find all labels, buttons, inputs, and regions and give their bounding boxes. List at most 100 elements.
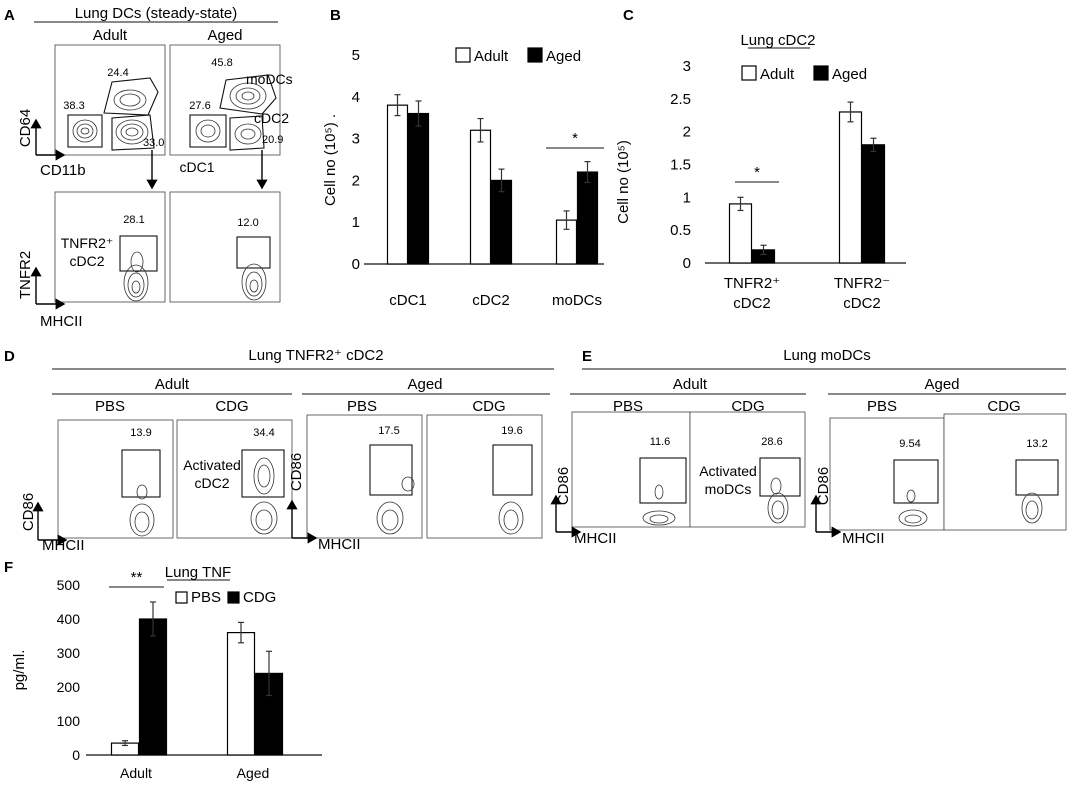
adult-cdg-label: CDG: [731, 398, 764, 415]
y-tick-label: 1.5: [670, 157, 691, 174]
y-tick-label: 3: [352, 131, 360, 148]
gate-value-left: 27.6: [189, 100, 210, 112]
cd86-gate: [121, 449, 161, 498]
x-category-label-line2: cDC2: [733, 295, 771, 312]
bar-cdg: [138, 618, 168, 756]
tnfr2-cdc2-label-line2: cDC2: [69, 253, 104, 269]
contour-population: [898, 489, 928, 527]
y-tick-label: 400: [57, 611, 81, 627]
panel-a-col-adult: Adult: [93, 27, 128, 44]
contour-population: [1021, 492, 1043, 524]
panel-a: A Lung DCs (steady-state) Adult Aged 24.…: [4, 5, 293, 330]
contour-population: [129, 484, 155, 537]
legend-label-aged: Aged: [546, 48, 581, 65]
aged-pbs-label: PBS: [867, 398, 897, 415]
contour-population: [250, 457, 278, 535]
contour-population: [498, 501, 524, 535]
x-category-label: cDC2: [472, 292, 510, 309]
gate-value: 9.54: [899, 438, 920, 450]
adult-pbs-label: PBS: [95, 398, 125, 415]
contour-population: [767, 477, 789, 524]
contour-population: [195, 82, 267, 145]
gate-value: 13.9: [130, 427, 151, 439]
contour-population: [123, 251, 149, 302]
gate-value: 28.1: [123, 214, 144, 226]
adult-tnfr2-mhcii-plot: 28.1 TNFR2⁺ cDC2: [54, 191, 166, 303]
bar-adult: [386, 104, 409, 265]
plot-frame: [54, 191, 166, 303]
plot-frame: [829, 417, 945, 531]
cd86-gate: [893, 459, 939, 504]
plot-frame: [57, 419, 174, 539]
cdc2-gate: [111, 114, 155, 151]
panel-c-letter: C: [623, 7, 634, 24]
y-tick-label: 0.5: [670, 222, 691, 239]
cd86-axis-label: CD86: [815, 467, 832, 505]
cdc1-gate: [189, 114, 227, 148]
cd86-gate: [492, 444, 533, 496]
panel-d-letter: D: [4, 348, 15, 365]
panel-a-top-axes: CD64 CD11b: [17, 109, 86, 179]
gate-value: 17.5: [378, 425, 399, 437]
contour-population: [72, 89, 149, 145]
cd11b-axis-label: CD11b: [40, 162, 86, 179]
e-aged-pbs-plot: 9.54: [829, 417, 945, 531]
cdc2-gate: [229, 115, 265, 151]
significance-marker: *: [754, 164, 760, 181]
panel-e-axes: CD86 MHCII CD86 MHCII: [550, 467, 885, 547]
activated-modcs-line2: moDCs: [705, 481, 752, 497]
cd86-gate: [369, 444, 413, 496]
x-category-label-line1: TNFR2⁺: [724, 275, 780, 292]
cd86-gate: [639, 457, 687, 504]
legend-label-adult: Adult: [760, 66, 795, 83]
contour-population: [642, 484, 676, 526]
aged-cdg-label: CDG: [472, 398, 505, 415]
gate-value-right: 20.9: [262, 134, 283, 146]
x-category-label: Adult: [120, 765, 152, 781]
panel-a-title: Lung DCs (steady-state): [75, 5, 238, 22]
gate-value: 28.6: [761, 436, 782, 448]
activated-cdc2-line1: Activated: [183, 457, 241, 473]
panel-d: D Lung TNFR2⁺ cDC2 Adult Aged PBS CDG PB…: [4, 347, 554, 554]
panel-a-letter: A: [4, 7, 15, 24]
panel-a-col-aged: Aged: [207, 27, 242, 44]
y-tick-label: 0: [683, 255, 691, 272]
aged-cdg-label: CDG: [987, 398, 1020, 415]
legend-swatch-aged: [527, 47, 543, 63]
mhcii-axis-label: MHCII: [318, 536, 361, 553]
legend-swatch-adult: [741, 65, 757, 81]
y-tick-label: 2.5: [670, 91, 691, 108]
gate-value: 34.4: [253, 427, 274, 439]
significance-marker: *: [572, 130, 578, 147]
modc-gate: [219, 74, 277, 115]
plot-frame: [426, 414, 543, 539]
y-tick-label: 5: [352, 47, 360, 64]
panel-f-letter: F: [4, 559, 13, 576]
panel-d-group-adult: Adult: [155, 376, 190, 393]
y-tick-label: 0: [352, 256, 360, 273]
cdc2-label: cDC2: [254, 110, 289, 126]
d-aged-pbs-plot: 17.5: [306, 414, 423, 539]
panel-e-title: Lung moDCs: [783, 347, 871, 364]
aged-pbs-label: PBS: [347, 398, 377, 415]
y-tick-label: 4: [352, 89, 360, 106]
mhcii-axis-label: MHCII: [574, 530, 617, 547]
gate-value: 12.0: [237, 217, 258, 229]
y-tick-label: 2: [352, 172, 360, 189]
d-adult-pbs-plot: 13.9: [57, 419, 174, 539]
cd64-axis-label: CD64: [17, 109, 34, 147]
y-axis-label: Cell no (10⁵): [615, 140, 632, 224]
aged-tnfr2-mhcii-plot: 12.0: [169, 191, 281, 303]
x-category-label: cDC1: [389, 292, 427, 309]
e-aged-cdg-plot: 13.2: [943, 413, 1067, 531]
panel-e: E Lung moDCs Adult Aged PBS CDG PBS CDG …: [550, 347, 1067, 547]
legend-swatch-aged: [813, 65, 829, 81]
mhcii-axis-label: MHCII: [40, 313, 83, 330]
y-tick-label: 500: [57, 577, 81, 593]
gate-value-upper: 45.8: [211, 57, 232, 69]
cdc1-label: cDC1: [179, 159, 214, 175]
